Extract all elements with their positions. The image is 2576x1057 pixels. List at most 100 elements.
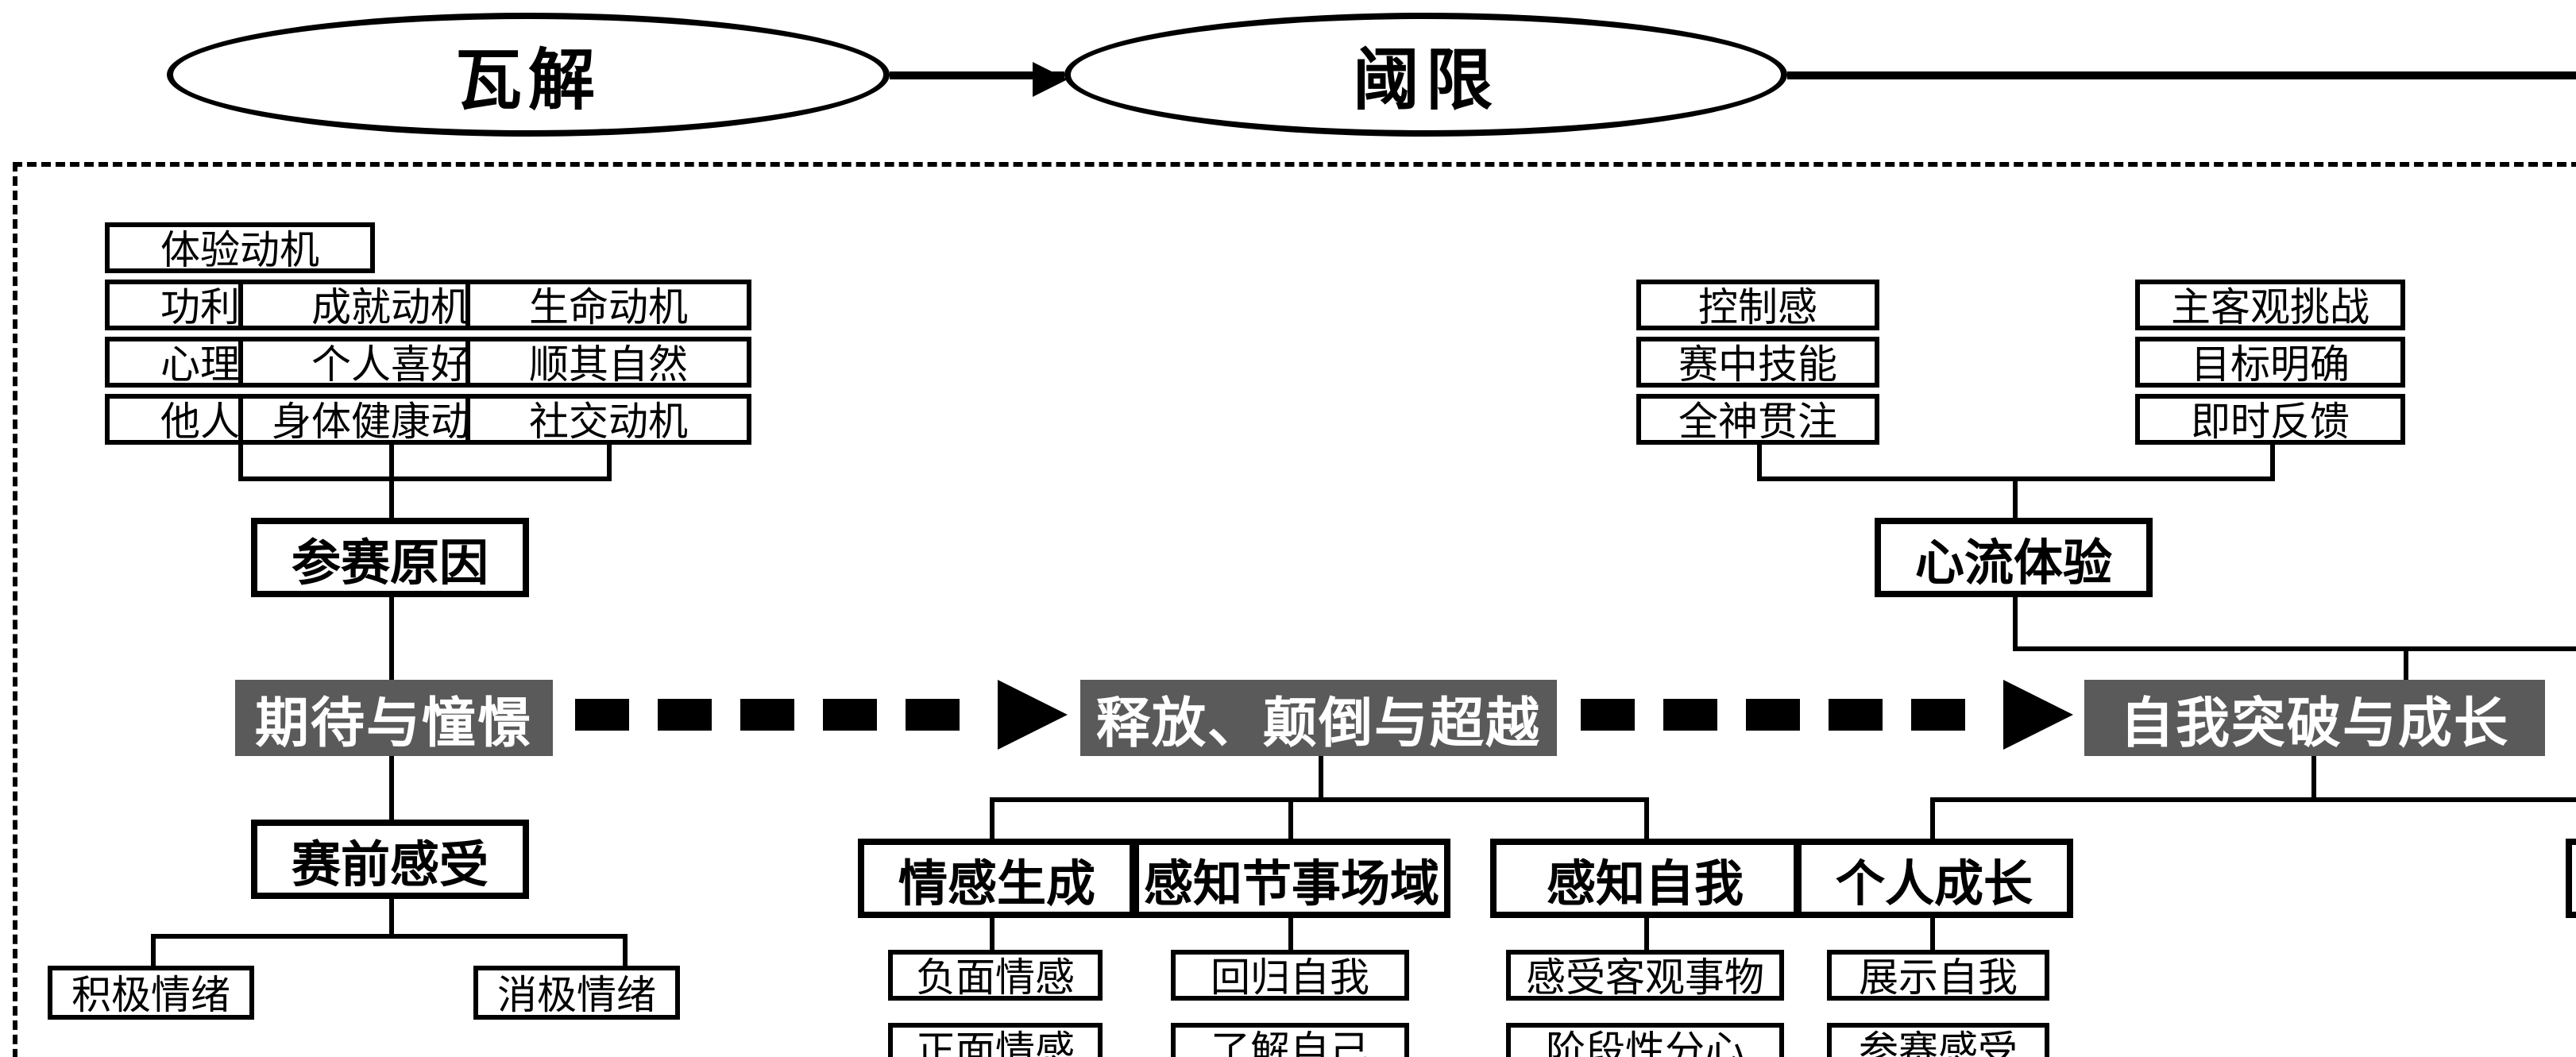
leaf-label: 回归自我: [1210, 956, 1369, 1001]
connector: [623, 934, 628, 969]
leaf-box[interactable]: 感受客观事物: [1506, 950, 1784, 1001]
category-label: 感知自我: [1547, 855, 1744, 911]
leaf-box[interactable]: 展示自我: [1827, 950, 2049, 1001]
connector: [1644, 918, 1649, 953]
leaf-label: 生命动机: [528, 286, 688, 330]
leaf-label: 积极情绪: [71, 974, 230, 1018]
leaf-box[interactable]: 体验动机: [105, 222, 375, 273]
connector: [389, 756, 394, 820]
leaf-box[interactable]: 负面情感: [888, 950, 1103, 1001]
leaf-label: 个人喜好: [311, 343, 470, 388]
connector: [607, 445, 612, 480]
phase-label: 阈限: [1352, 42, 1499, 117]
category-label: 感知节事场域: [1144, 855, 1439, 911]
connector: [1644, 797, 1649, 839]
phase-ellipse-liminality: 阈限: [1064, 13, 1787, 137]
connector: [990, 797, 994, 839]
connector-bus: [238, 476, 612, 481]
leaf-box[interactable]: 阶段性分心: [1506, 1023, 1784, 1057]
stage-bar-release[interactable]: 释放、颠倒与超越: [1080, 680, 1557, 756]
category-label: 心流体验: [1915, 534, 2112, 590]
leaf-box[interactable]: 全神贯注: [1636, 394, 1879, 445]
leaf-label: 阶段性分心: [1545, 1029, 1744, 1057]
leaf-label: 感受客观事物: [1525, 956, 1764, 1001]
leaf-label: 了解自己: [1210, 1029, 1369, 1057]
leaf-box[interactable]: 了解自己: [1171, 1023, 1409, 1057]
connector: [389, 476, 394, 518]
leaf-box[interactable]: 顺其自然: [465, 337, 751, 388]
stage-bar-label: 自我突破与成长: [2120, 693, 2509, 754]
phase-arrow-1: [890, 62, 1068, 97]
phase-ellipse-disintegration: 瓦解: [167, 13, 890, 137]
model-boundary-frame: [13, 162, 2576, 1057]
leaf-box[interactable]: 赛中技能: [1636, 337, 1879, 388]
leaf-label: 消极情绪: [496, 974, 656, 1018]
stage-bar-label: 期待与憧憬: [255, 693, 533, 754]
leaf-label: 展示自我: [1858, 956, 2018, 1001]
connector-bus: [1930, 797, 2576, 802]
stage-arrow-expectation-to-release: [575, 680, 1068, 750]
leaf-label: 负面情感: [915, 956, 1075, 1001]
leaf-label: 体验动机: [160, 229, 319, 273]
connector: [2270, 445, 2275, 480]
leaf-label: 全神贯注: [1678, 400, 1837, 445]
connector: [1288, 797, 1293, 839]
connector: [990, 918, 994, 953]
phase-arrow-2: [1787, 71, 2576, 79]
leaf-label: 顺其自然: [528, 343, 688, 388]
stage-bar-expectation[interactable]: 期待与憧憬: [235, 680, 553, 756]
connector: [1930, 797, 1935, 839]
leaf-box[interactable]: 社交动机: [465, 394, 751, 445]
connector: [389, 899, 394, 937]
leaf-label: 成就动机: [311, 286, 470, 330]
connector: [389, 445, 394, 480]
leaf-box[interactable]: 积极情绪: [48, 966, 254, 1020]
stage-bar-label: 释放、颠倒与超越: [1096, 693, 1541, 754]
stage-arrow-release-to-growth: [1581, 680, 2073, 750]
connector: [2404, 646, 2408, 680]
connector: [389, 597, 394, 680]
leaf-label: 参赛感受: [1858, 1029, 2018, 1057]
category-box-pre-race-feeling[interactable]: 赛前感受: [251, 820, 529, 899]
category-box-perceive-field[interactable]: 感知节事场域: [1133, 839, 1450, 918]
leaf-box[interactable]: 回归自我: [1171, 950, 1409, 1001]
connector-bus: [151, 934, 628, 939]
leaf-label: 正面情感: [915, 1029, 1075, 1057]
leaf-box[interactable]: 消极情绪: [473, 966, 680, 1020]
category-box-emotion-generation[interactable]: 情感生成: [858, 839, 1136, 918]
connector-bus: [990, 797, 1649, 802]
leaf-box[interactable]: 主客观挑战: [2135, 280, 2405, 330]
category-label: 个人成长: [1836, 855, 2033, 911]
leaf-label: 主客观挑战: [2170, 286, 2369, 330]
leaf-label: 目标明确: [2190, 343, 2350, 388]
connector: [2013, 597, 2018, 651]
leaf-label: 控制感: [1697, 286, 1817, 330]
category-box-bittersweet[interactable]: 苦乐参半: [2566, 839, 2576, 918]
connector: [1319, 756, 1323, 800]
category-label: 情感生成: [898, 855, 1095, 911]
connector-bus: [2013, 646, 2576, 651]
leaf-label: 赛中技能: [1678, 343, 1837, 388]
leaf-label: 社交动机: [528, 400, 688, 445]
connector: [238, 445, 243, 480]
leaf-label: 即时反馈: [2190, 400, 2350, 445]
phase-label: 瓦解: [454, 42, 601, 117]
connector: [151, 934, 156, 969]
category-box-participation-reason[interactable]: 参赛原因: [251, 518, 529, 597]
connector: [1930, 918, 1935, 953]
connector: [2311, 756, 2316, 800]
leaf-box[interactable]: 控制感: [1636, 280, 1879, 330]
category-box-personal-growth[interactable]: 个人成长: [1795, 839, 2073, 918]
category-box-perceive-self[interactable]: 感知自我: [1490, 839, 1800, 918]
stage-bar-self-breakthrough[interactable]: 自我突破与成长: [2084, 680, 2545, 756]
category-box-flow-experience[interactable]: 心流体验: [1875, 518, 2153, 597]
connector: [1288, 918, 1293, 953]
category-label: 参赛原因: [292, 534, 489, 590]
leaf-box[interactable]: 正面情感: [888, 1023, 1103, 1057]
leaf-box[interactable]: 目标明确: [2135, 337, 2405, 388]
leaf-box[interactable]: 即时反馈: [2135, 394, 2405, 445]
leaf-box[interactable]: 生命动机: [465, 280, 751, 330]
leaf-box[interactable]: 参赛感受: [1827, 1023, 2049, 1057]
connector: [2013, 476, 2018, 518]
